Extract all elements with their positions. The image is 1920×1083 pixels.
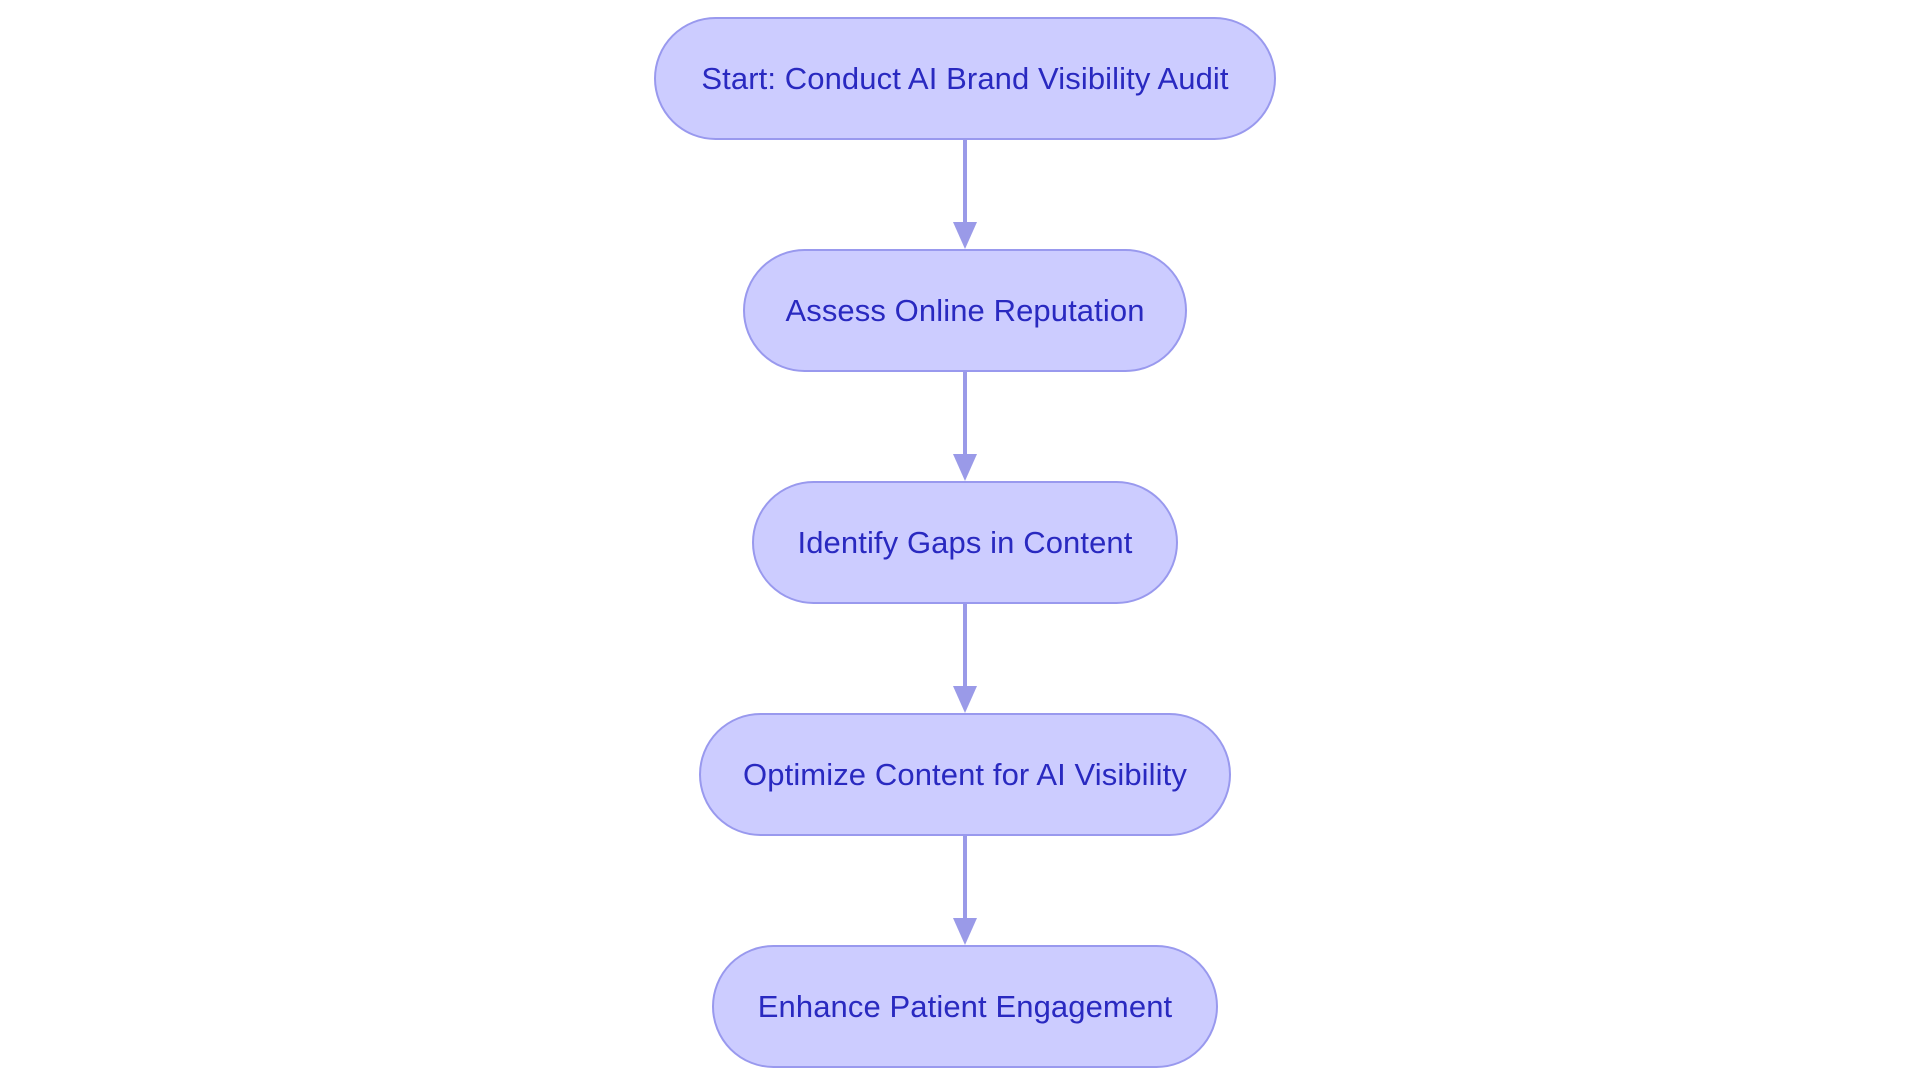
step-optimize-content: Optimize Content for AI Visibility bbox=[699, 713, 1231, 836]
arrow-3-to-4 bbox=[953, 604, 977, 713]
step-enhance-engagement: Enhance Patient Engagement bbox=[712, 945, 1218, 1068]
step-identify-gaps: Identify Gaps in Content bbox=[752, 481, 1178, 604]
step-label: Identify Gaps in Content bbox=[797, 524, 1133, 560]
step-label: Enhance Patient Engagement bbox=[757, 988, 1173, 1024]
step-assess-reputation: Assess Online Reputation bbox=[743, 249, 1187, 372]
step-start-audit: Start: Conduct AI Brand Visibility Audit bbox=[654, 17, 1276, 140]
arrow-4-to-5 bbox=[953, 836, 977, 945]
arrow-2-to-3 bbox=[953, 372, 977, 481]
step-label: Start: Conduct AI Brand Visibility Audit bbox=[701, 60, 1229, 96]
step-label: Optimize Content for AI Visibility bbox=[743, 756, 1187, 792]
arrow-1-to-2 bbox=[953, 140, 977, 249]
step-label: Assess Online Reputation bbox=[785, 292, 1145, 328]
